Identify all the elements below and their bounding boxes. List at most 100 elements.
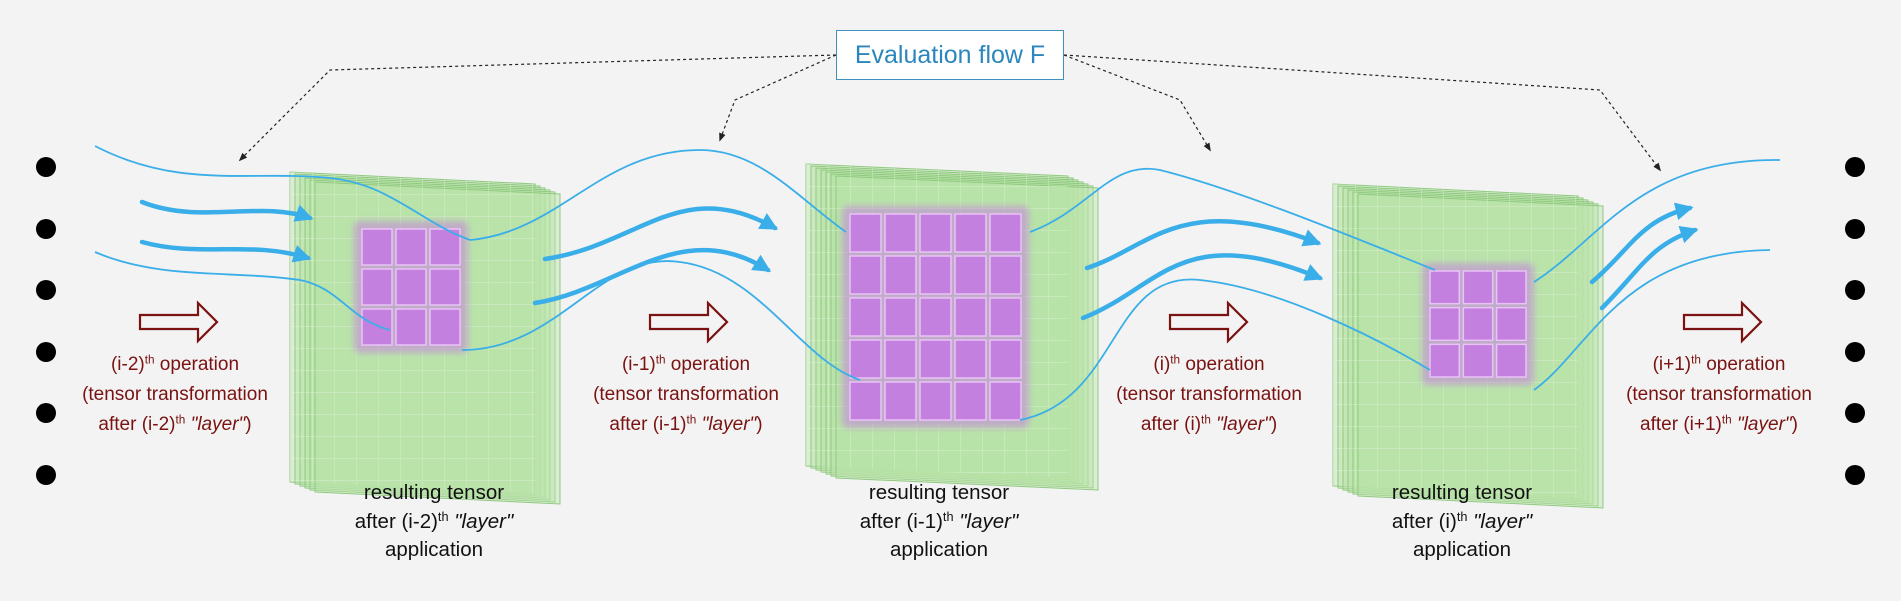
kernel-cell — [849, 297, 882, 337]
kernel-cell — [954, 339, 987, 379]
kernel-cell — [849, 381, 882, 421]
tensor-label-3: resulting tensor after (i)th "layer" app… — [1332, 479, 1592, 565]
dashed-arrows — [238, 54, 1662, 172]
flow-arrow — [1589, 202, 1694, 285]
kernel-cell — [849, 213, 882, 253]
flow-arrow — [1080, 253, 1324, 321]
flow-arrow — [1599, 226, 1699, 311]
kernel-cell — [361, 308, 393, 346]
kernel-cell — [1429, 343, 1461, 378]
op-line-3: after (i+1)th "layer") — [1640, 413, 1798, 435]
tensor-3-kernel — [1422, 263, 1534, 385]
kernel-cell — [361, 228, 393, 266]
flow-line — [94, 145, 471, 241]
kernel-cell — [989, 339, 1022, 379]
op-line-1: (i)th operation — [1153, 353, 1265, 375]
evaluation-flow-label: Evaluation flow F — [836, 30, 1064, 80]
op-line-1: (i-1)th operation — [621, 353, 751, 375]
tensor-1-kernel — [354, 221, 468, 353]
tensor-1 — [289, 171, 561, 505]
dashed-arrow — [238, 54, 837, 162]
op-line-3: after (i-2)th "layer") — [98, 413, 252, 435]
operation-arrow-3 — [1168, 300, 1249, 344]
dashed-arrow — [1063, 54, 1211, 152]
operation-label-1: (i-2)th operation (tensor transformation… — [45, 350, 305, 440]
kernel-cell — [989, 213, 1022, 253]
operation-label-4: (i+1)th operation (tensor transformation… — [1589, 350, 1849, 440]
ellipsis-dot — [36, 403, 56, 423]
flow-arrow — [1084, 219, 1322, 271]
kernel-cell — [884, 255, 917, 295]
tensor-label-2: resulting tensor after (i-1)th "layer" a… — [809, 479, 1069, 565]
operation-arrow-2 — [648, 300, 729, 344]
op-line-2: (tensor transformation — [1626, 384, 1812, 405]
kernel-cell — [849, 339, 882, 379]
kernel-cell — [989, 381, 1022, 421]
op-line-1: (i+1)th operation — [1652, 353, 1786, 375]
kernel-cell — [919, 213, 952, 253]
ellipsis-dot — [1845, 218, 1865, 239]
kernel-cell — [849, 255, 882, 295]
ellipsis-dot — [36, 218, 56, 239]
kernel-cell — [395, 308, 427, 346]
kernel-cell — [884, 381, 917, 421]
ellipsis-dot — [1845, 341, 1865, 362]
op-line-2: (tensor transformation — [1116, 384, 1302, 405]
kernel-cell — [395, 268, 427, 306]
flow-arrow — [542, 206, 779, 262]
kernel-cell — [989, 297, 1022, 337]
tensor-2-kernel — [842, 206, 1029, 428]
flow-line — [1533, 159, 1781, 283]
tensor-2 — [805, 163, 1099, 491]
tensor-label-1: resulting tensor after (i-2)th "layer" a… — [304, 479, 564, 565]
flow-line — [1029, 167, 1436, 271]
kernel-cell — [919, 339, 952, 379]
op-line-3: after (i-1)th "layer") — [609, 413, 763, 435]
op-line-2: (tensor transformation — [593, 384, 779, 405]
kernel-cell — [429, 308, 461, 346]
kernel-cell — [954, 381, 987, 421]
kernel-cell — [1462, 343, 1494, 378]
op-line-3: after (i)th "layer") — [1140, 413, 1278, 435]
kernel-cell — [919, 255, 952, 295]
ellipsis-dot — [36, 157, 56, 177]
dashed-arrow — [1063, 54, 1662, 172]
kernel-cell — [989, 255, 1022, 295]
kernel-cell — [429, 228, 461, 266]
flow-arrow — [532, 248, 772, 306]
kernel-cell — [361, 268, 393, 306]
tensor-3 — [1332, 183, 1604, 509]
kernel-cell — [1429, 306, 1461, 342]
kernel-cell — [1495, 306, 1527, 342]
kernel-cell — [1462, 306, 1494, 342]
flow-arrow — [139, 239, 312, 263]
tensor-line-3: application — [1412, 538, 1511, 561]
kernel-cell — [395, 228, 427, 266]
tensor-line-2: after (i-2)th "layer" — [354, 508, 514, 533]
ellipsis-dot — [1845, 403, 1865, 423]
op-line-2: (tensor transformation — [82, 384, 268, 405]
operation-label-2: (i-1)th operation (tensor transformation… — [556, 350, 816, 440]
flow-lines-thin — [94, 145, 1781, 421]
kernel-cell — [1495, 343, 1527, 378]
flow-line — [461, 260, 861, 381]
operation-label-3: (i)th operation (tensor transformation a… — [1079, 350, 1339, 440]
kernel-cell — [429, 268, 461, 306]
kernel-cell — [954, 297, 987, 337]
kernel-cell — [884, 297, 917, 337]
ellipsis-dot — [1845, 464, 1865, 485]
flow-line — [1019, 278, 1431, 421]
ellipsis-dot — [1845, 157, 1865, 177]
kernel-cell — [919, 297, 952, 337]
flow-line — [94, 251, 391, 331]
ellipsis-dot — [36, 341, 56, 362]
flow-line — [469, 149, 847, 241]
operation-arrows — [138, 300, 1763, 344]
tensor-line-1: resulting tensor — [363, 481, 505, 504]
tensor-line-3: application — [384, 538, 483, 561]
ellipsis-dot — [36, 464, 56, 485]
tensor-line-2: after (i)th "layer" — [1391, 508, 1533, 533]
kernel-cell — [954, 255, 987, 295]
kernel-cell — [919, 381, 952, 421]
